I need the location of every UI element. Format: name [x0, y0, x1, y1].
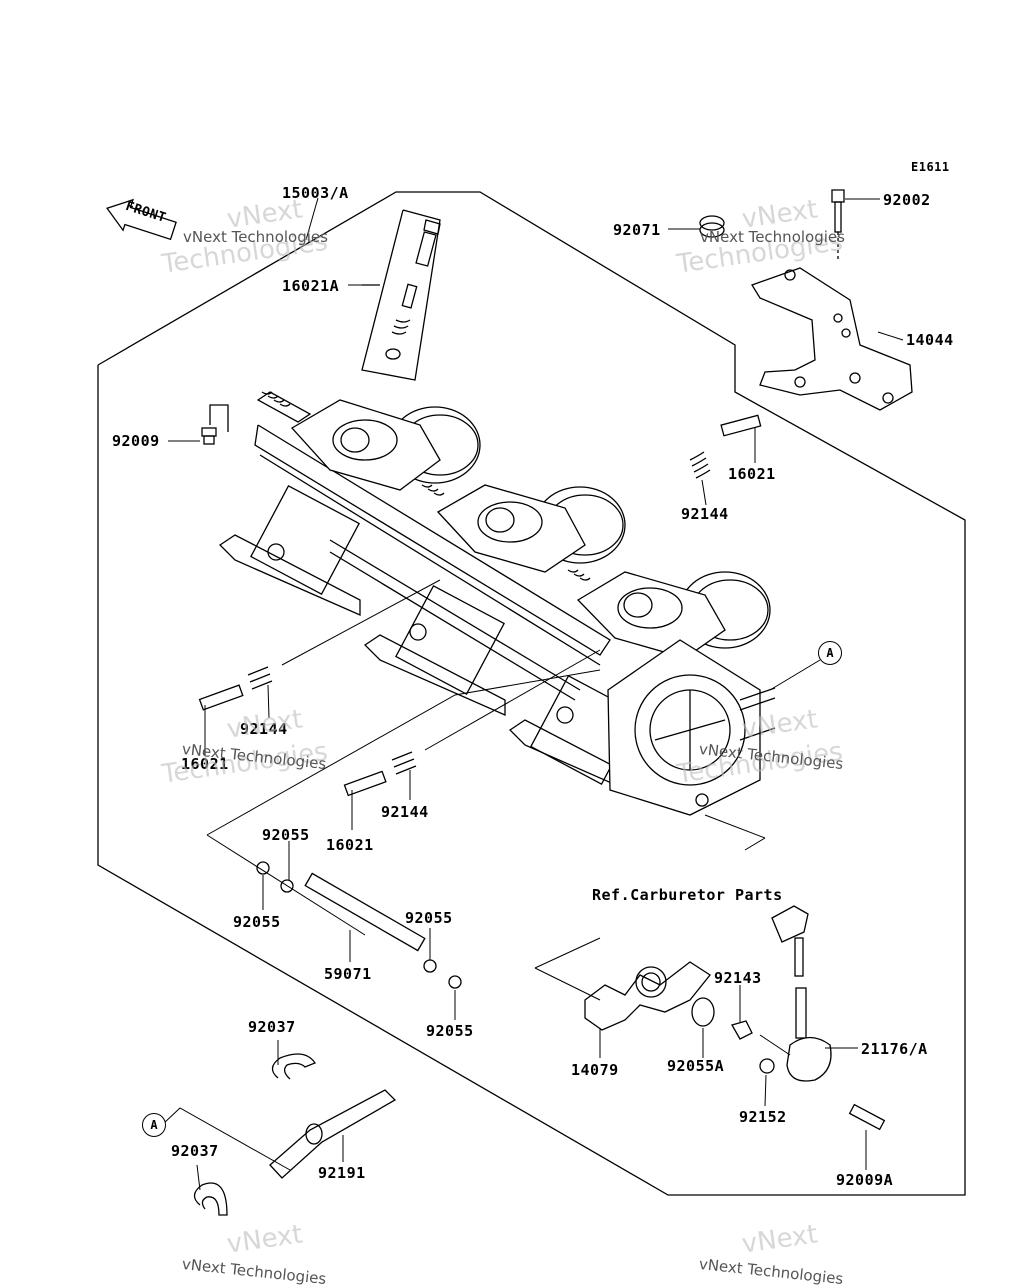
front-arrow	[106, 198, 177, 241]
label-16021-left: 16021	[181, 755, 229, 773]
watermark-full: vNext Technologies	[183, 228, 328, 246]
label-92037-upper: 92037	[248, 1018, 296, 1036]
label-92152: 92152	[739, 1108, 787, 1126]
label-92144-right: 92144	[681, 505, 729, 523]
label-92009: 92009	[112, 432, 160, 450]
label-92055-left: 92055	[233, 913, 281, 931]
label-14079: 14079	[571, 1061, 619, 1079]
carburetor-2	[363, 484, 626, 716]
label-92055A: 92055A	[667, 1057, 725, 1075]
carburetor-1	[218, 391, 481, 616]
label-59071: 59071	[324, 965, 372, 983]
label-16021-right: 16021	[728, 465, 776, 483]
label-21176A: 21176/A	[861, 1040, 928, 1058]
callout-a-upper: A	[818, 641, 842, 665]
label-16021-middle: 16021	[326, 836, 374, 854]
label-92144-left: 92144	[240, 720, 288, 738]
label-14044: 14044	[906, 331, 954, 349]
label-92144-middle: 92144	[381, 803, 429, 821]
end-plate	[607, 639, 776, 816]
label-92143: 92143	[714, 969, 762, 987]
label-16021A: 16021A	[282, 277, 340, 295]
assembly-boundary	[97, 191, 966, 1196]
bracket-14044	[751, 267, 913, 411]
ref-carburetor-note: Ref.Carburetor Parts	[592, 886, 783, 904]
label-92037-lower: 92037	[171, 1142, 219, 1160]
diagram-code: E1611	[911, 160, 950, 174]
label-92002: 92002	[883, 191, 931, 209]
label-92055-right: 92055	[405, 909, 453, 927]
label-92009A: 92009A	[836, 1171, 894, 1189]
callout-a-lower: A	[142, 1113, 166, 1137]
label-92071: 92071	[613, 221, 661, 239]
label-15003A: 15003/A	[282, 184, 349, 202]
label-92191: 92191	[318, 1164, 366, 1182]
label-92055-bottom: 92055	[426, 1022, 474, 1040]
watermark-full: vNext Technologies	[700, 228, 845, 246]
label-92055-top: 92055	[262, 826, 310, 844]
